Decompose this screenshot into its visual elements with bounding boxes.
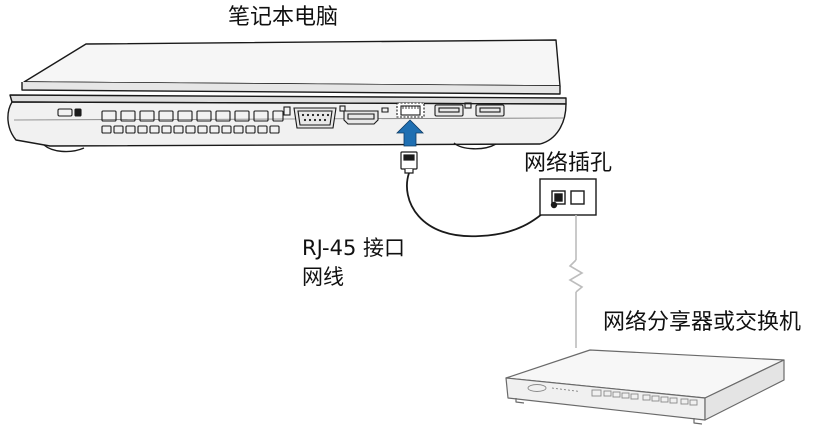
wall-socket-label: 网络插孔 [524,151,613,176]
vent-slots [101,110,284,134]
hdmi-port [339,105,379,125]
laptop-label: 笔记本电脑 [228,5,339,30]
vga-port [283,106,337,129]
rj45-connector-label: RJ-45 接口 [302,236,406,260]
network-cable [406,172,554,238]
usb-ports [434,102,505,117]
router-switch-illustration [505,349,785,425]
laptop-illustration [7,39,567,153]
router-switch-label: 网络分享器或交换机 [603,310,802,335]
wall-socket-icon [539,178,597,216]
insert-arrow-icon [396,119,424,147]
lan-port [381,102,425,118]
rj45-plug-icon [400,151,418,174]
network-cable-label: 网线 [302,265,344,289]
laptop-ports [57,102,505,134]
connection-wire [568,215,584,348]
router-front-ports [527,384,698,406]
